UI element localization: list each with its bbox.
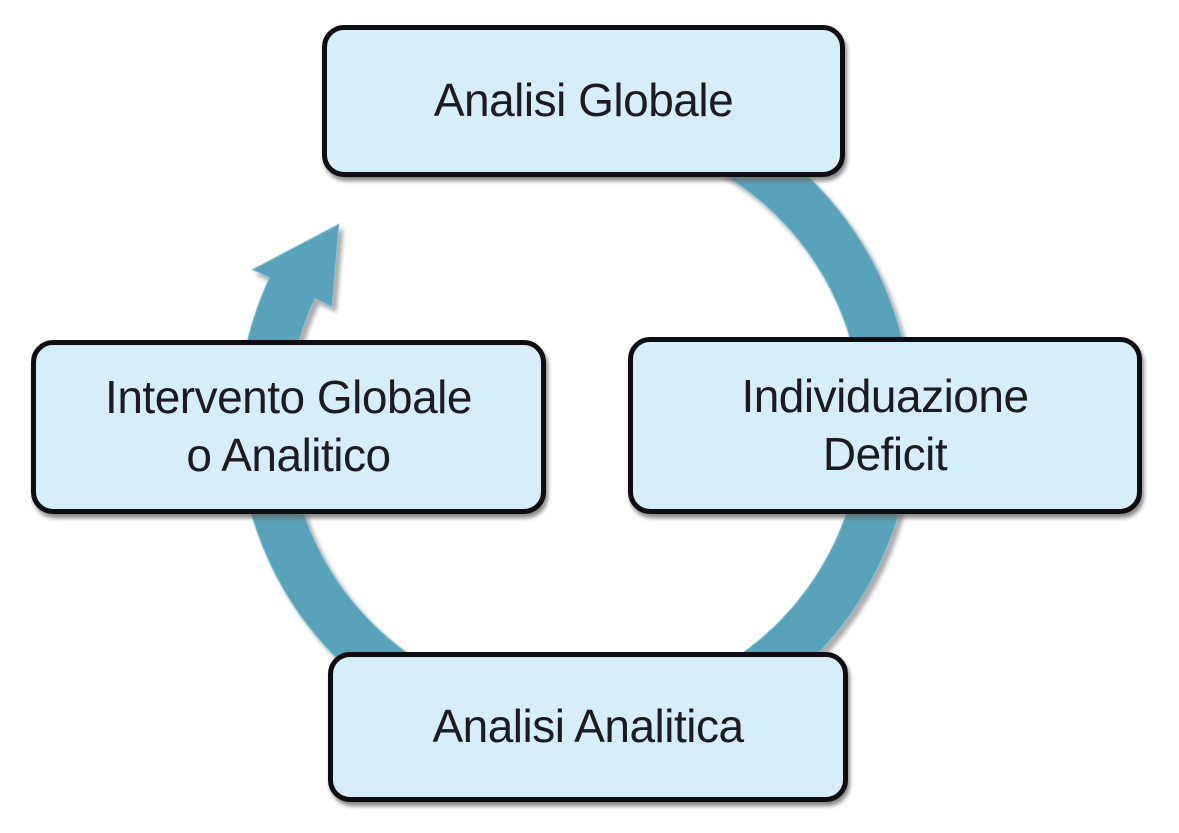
cycle-step-analisi-analitica: Analisi Analitica — [328, 652, 848, 802]
step-label-line: Intervento Globale — [105, 371, 472, 424]
step-label-line: Individuazione — [741, 369, 1029, 422]
cycle-step-individuazione-deficit: Individuazione Deficit — [628, 337, 1142, 514]
clockwise-arrow-ring-icon — [237, 127, 913, 758]
step-label-line: Analisi Analitica — [432, 700, 744, 753]
step-label-line: Deficit — [822, 427, 948, 480]
cycle-step-intervento-globale-o-analitico: Intervento Globale o Analitico — [31, 340, 546, 514]
cycle-step-analisi-globale: Analisi Globale — [322, 25, 845, 177]
step-label-line: o Analitico — [186, 429, 391, 481]
step-label-line: Analisi Globale — [433, 74, 734, 127]
